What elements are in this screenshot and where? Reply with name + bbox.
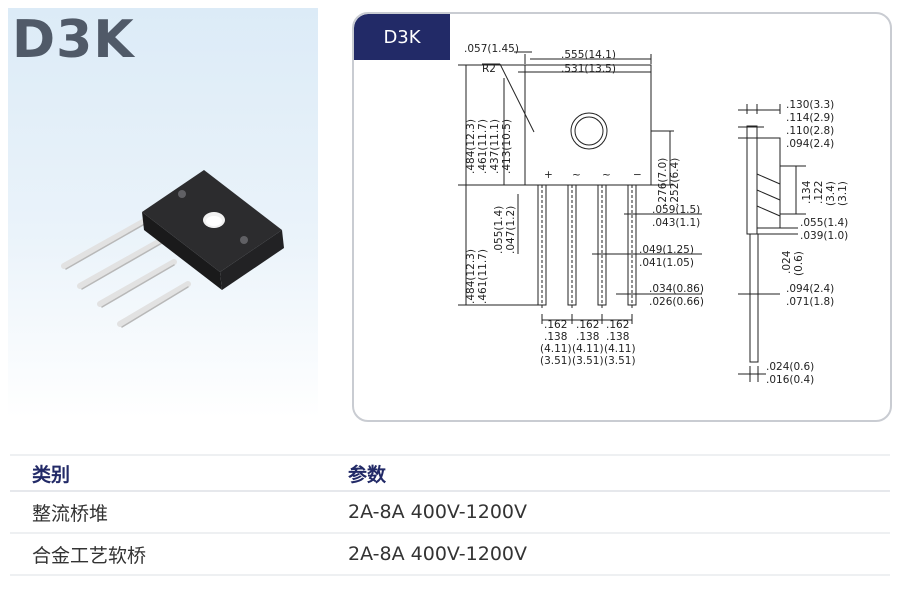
dim-side-t2-min: .094(2.4) <box>786 138 834 150</box>
pin-mark-ac2: ~ <box>602 169 611 181</box>
dim-lead-w1-max: .059(1.5) <box>652 204 700 216</box>
dim-pitch2-mm-max: (4.11) <box>572 343 604 355</box>
dim-lead-step-min: .047(1.2) <box>505 206 517 254</box>
dimension-drawing: .057(1.45) .555(14.1) .531(13.5) R2 .484… <box>458 43 849 386</box>
table-top-divider <box>10 454 890 456</box>
dim-lead-h-max: .484(12.3) <box>465 249 477 304</box>
drawing-tab-label: D3K <box>354 14 450 60</box>
dim-lead-w2-max: .049(1.25) <box>639 244 694 256</box>
dim-side-fin-max: .134 <box>801 180 813 204</box>
dim-side-tip-min: .016(0.4) <box>766 374 814 386</box>
dim-side-step-max: .055(1.4) <box>800 217 848 229</box>
specs-table: 类别 参数 整流桥堆 2A-8A 400V-1200V 合金工艺软桥 2A-8A… <box>10 456 890 576</box>
dim-side-fin-mm-max: (3.4) <box>825 181 837 206</box>
dim-side-tip-max: .024(0.6) <box>766 361 814 373</box>
dim-lead-w2-min: .041(1.05) <box>639 257 694 269</box>
dim-side-fin-mm-min: (3.1) <box>837 181 849 206</box>
dimension-drawing-card: .057(1.45) .555(14.1) .531(13.5) R2 .484… <box>352 12 892 422</box>
dim-side-t1-max: .130(3.3) <box>786 99 834 111</box>
dim-width-min: .531(13.5) <box>561 63 616 75</box>
dim-hole-pos-max: .437(11.1) <box>489 119 501 174</box>
dim-pitch3-mm-min: (3.51) <box>604 355 636 367</box>
dim-lead-offset: .057(1.45) <box>464 43 519 55</box>
dim-pitch1-in-min: .138 <box>544 331 567 343</box>
dim-lead-w3-max: .034(0.86) <box>649 283 704 295</box>
dim-side-t2-max: .110(2.8) <box>786 125 834 137</box>
pin-mark-plus: + <box>544 169 553 181</box>
product-image-panel: D3K <box>8 8 318 418</box>
dim-body-h-max: .484(12.3) <box>465 119 477 174</box>
dim-pitch3-mm-max: (4.11) <box>604 343 636 355</box>
dim-side-bend: .024 <box>781 250 793 274</box>
dim-side-lead-t-min: .071(1.8) <box>786 296 834 308</box>
dim-hole-pos-min: .413(10.5) <box>501 119 513 174</box>
dim-pitch1-mm-min: (3.51) <box>540 355 572 367</box>
row-category: 合金工艺软桥 <box>32 544 147 567</box>
dim-pitch2-in-min: .138 <box>576 331 599 343</box>
row-params: 2A-8A 400V-1200V <box>348 543 528 565</box>
table-row: 合金工艺软桥 2A-8A 400V-1200V <box>10 534 890 576</box>
dim-pitch2-in-max: .162 <box>576 319 599 331</box>
row-params: 2A-8A 400V-1200V <box>348 501 528 523</box>
dim-radius: R2 <box>482 63 496 75</box>
dim-pitch3-in-max: .162 <box>606 319 629 331</box>
dim-pitch1-in-max: .162 <box>544 319 567 331</box>
dim-lead-w3-min: .026(0.66) <box>649 296 704 308</box>
dim-pitch2-mm-min: (3.51) <box>572 355 604 367</box>
row-category: 整流桥堆 <box>32 502 109 525</box>
dim-side-bend-mm: (0.6) <box>793 251 805 276</box>
header-params: 参数 <box>348 463 387 486</box>
header-category: 类别 <box>32 463 71 486</box>
bridge-rectifier-image <box>61 170 284 328</box>
dim-hole-to-lead-min: .252(6.4) <box>669 158 681 206</box>
dim-width-max: .555(14.1) <box>561 49 616 61</box>
dim-lead-step-max: .055(1.4) <box>493 206 505 254</box>
dim-pitch3-in-min: .138 <box>606 331 629 343</box>
dim-side-t1-min: .114(2.9) <box>786 112 834 124</box>
dim-lead-h-min: .461(11.7) <box>477 249 489 304</box>
dim-pitch1-mm-max: (4.11) <box>540 343 572 355</box>
dim-lead-w1-min: .043(1.1) <box>652 217 700 229</box>
product-title: D3K <box>12 10 135 70</box>
table-row: 整流桥堆 2A-8A 400V-1200V <box>10 492 890 534</box>
pin-mark-ac1: ~ <box>572 169 581 181</box>
dim-side-lead-t-max: .094(2.4) <box>786 283 834 295</box>
dim-hole-to-lead-max: .276(7.0) <box>657 158 669 206</box>
dim-side-fin-min: .122 <box>813 181 825 204</box>
table-header-row: 类别 参数 <box>10 456 890 492</box>
dim-body-h-min: .461(11.7) <box>477 119 489 174</box>
pin-mark-minus: − <box>633 169 642 181</box>
dim-side-step-min: .039(1.0) <box>800 230 848 242</box>
